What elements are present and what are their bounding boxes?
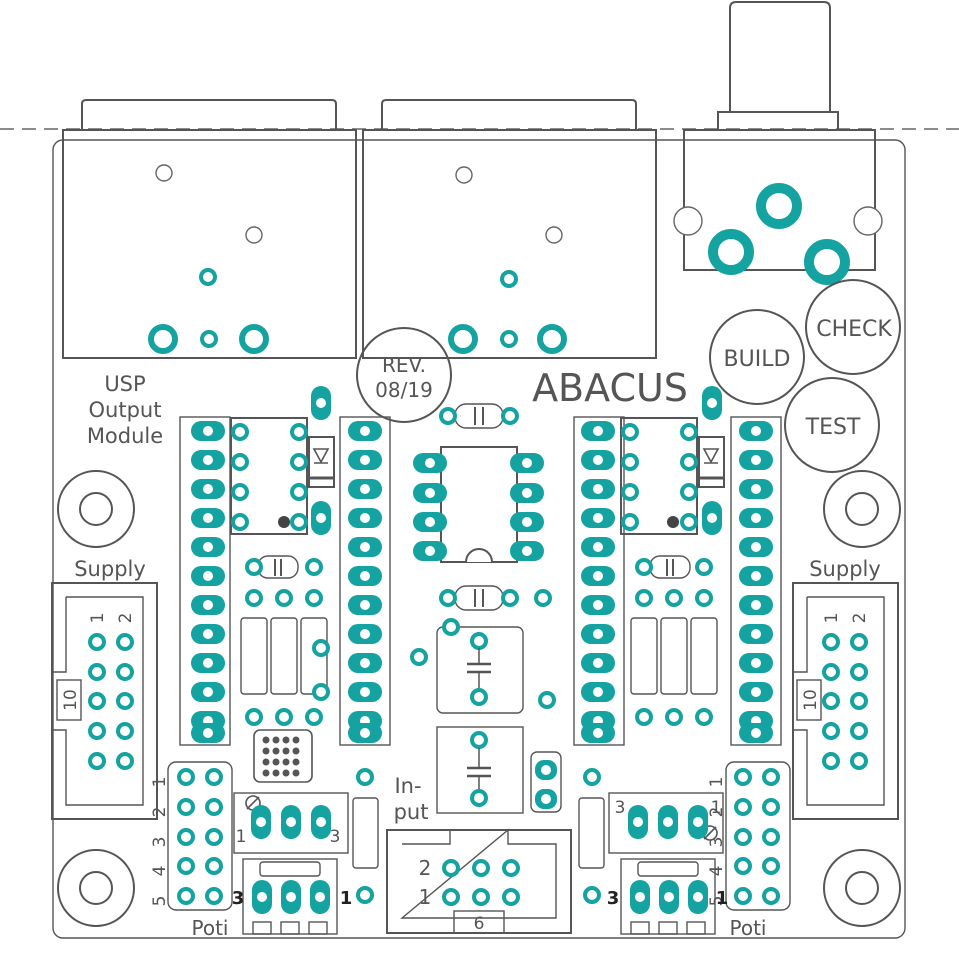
input-key-label: 6	[474, 914, 485, 934]
header-left-b	[339, 416, 391, 746]
mounting-hole-bottom-right	[823, 849, 901, 927]
build-mark: BUILD	[709, 309, 805, 405]
input-row2-label: 2	[419, 856, 432, 880]
header-left-a	[179, 416, 231, 746]
poti-right-pin-4: 4	[707, 866, 727, 877]
test-mark: TEST	[784, 377, 880, 473]
check-label: CHECK	[816, 317, 892, 342]
poti-left-pin-1: 1	[150, 777, 170, 788]
module-line3: Module	[87, 424, 163, 448]
header-right-a	[573, 416, 625, 746]
board-outline	[52, 139, 906, 939]
trimmer-right: 3 1	[608, 792, 724, 854]
poti-header-right: 1 2 3 4 5 Poti	[707, 761, 791, 940]
poti-right-pin-2: 2	[707, 807, 727, 818]
revision-line2: 08/19	[375, 378, 433, 402]
cap-box-lower	[436, 726, 524, 814]
build-label: BUILD	[724, 347, 791, 372]
poti-right-pin-1: 1	[707, 777, 727, 788]
supply-left-label: Supply	[74, 557, 146, 581]
poti-left-pin-5: 5	[150, 896, 170, 907]
resistors-right	[630, 589, 718, 726]
supply-connector-left: Supply 10 1 2	[51, 557, 158, 820]
input-label-line2: put	[394, 800, 429, 824]
header-right-b	[730, 416, 782, 746]
jack-middle	[362, 99, 657, 359]
pot-right: 3 1	[607, 858, 729, 935]
trimmer-right-pin1: 1	[711, 798, 722, 818]
supply-right-pads	[822, 633, 868, 770]
board-title: ABACUS	[532, 366, 688, 410]
supply-left-pin10: 10	[61, 689, 81, 711]
pot-left-pin3: 3	[232, 888, 245, 909]
revision-mark: REV. 08/19	[356, 327, 452, 423]
module-line2: Output	[89, 398, 162, 422]
supply-left-pin2: 2	[116, 613, 136, 624]
pot-left-pin1: 1	[340, 888, 353, 909]
poti-left-pin-4: 4	[150, 866, 170, 877]
check-mark: CHECK	[805, 279, 901, 375]
mounting-hole-top-right	[823, 470, 901, 548]
supply-left-pads	[88, 633, 134, 770]
mounting-hole-bottom-left	[57, 849, 135, 927]
cap-box-upper	[410, 618, 556, 714]
input-connector: In- put 6 2 1	[386, 774, 572, 934]
supply-right-pin1: 1	[822, 613, 842, 624]
diode-left	[308, 386, 335, 535]
poti-left-pin-2: 2	[150, 807, 170, 818]
supply-connector-right: Supply 10 1 2	[792, 557, 899, 820]
cap-left-small	[245, 555, 323, 579]
trimmer-right-pin3: 3	[615, 798, 626, 818]
poti-left-label: Poti	[192, 916, 229, 940]
ic-right-small	[620, 417, 698, 535]
diode-right	[698, 386, 725, 535]
revision-line1: REV.	[382, 353, 426, 377]
resistors-left	[240, 589, 330, 726]
trimmer-left: 1 3	[233, 792, 349, 854]
cap-right-small	[635, 555, 713, 579]
resistor-input-left	[352, 768, 379, 904]
module-line1: USP	[104, 372, 145, 396]
supply-right-pin2: 2	[850, 613, 870, 624]
ic-center	[413, 446, 544, 563]
trimmer-left-pin1: 1	[236, 827, 247, 847]
jumper-center	[530, 751, 562, 813]
supply-left-pin1: 1	[88, 613, 108, 624]
poti-right-pin-5: 5	[707, 896, 727, 907]
smd-chip-left	[253, 729, 313, 783]
poti-header-left: 1 2 3 4 5 Poti	[150, 761, 233, 940]
poti-left-pin-3: 3	[150, 837, 170, 848]
ic-left-small	[230, 417, 308, 535]
supply-right-label: Supply	[809, 557, 881, 581]
test-label: TEST	[805, 415, 861, 440]
cap-mid-center	[439, 585, 552, 611]
pot-right-pin3: 3	[607, 888, 620, 909]
trimmer-left-pin3: 3	[330, 827, 341, 847]
supply-right-pin10: 10	[801, 689, 821, 711]
pot-left: 3 1	[232, 858, 353, 935]
input-label-line1: In-	[394, 774, 421, 798]
jack-left	[62, 99, 357, 359]
pot-right-pin1: 1	[716, 888, 729, 909]
cap-top-center	[439, 403, 519, 429]
resistor-input-right	[578, 768, 605, 904]
mounting-hole-top-left	[57, 470, 135, 548]
input-row1-label: 1	[419, 885, 432, 909]
poti-right-label: Poti	[730, 916, 767, 940]
poti-right-pin-3: 3	[707, 837, 727, 848]
dc-jack	[673, 1, 883, 285]
